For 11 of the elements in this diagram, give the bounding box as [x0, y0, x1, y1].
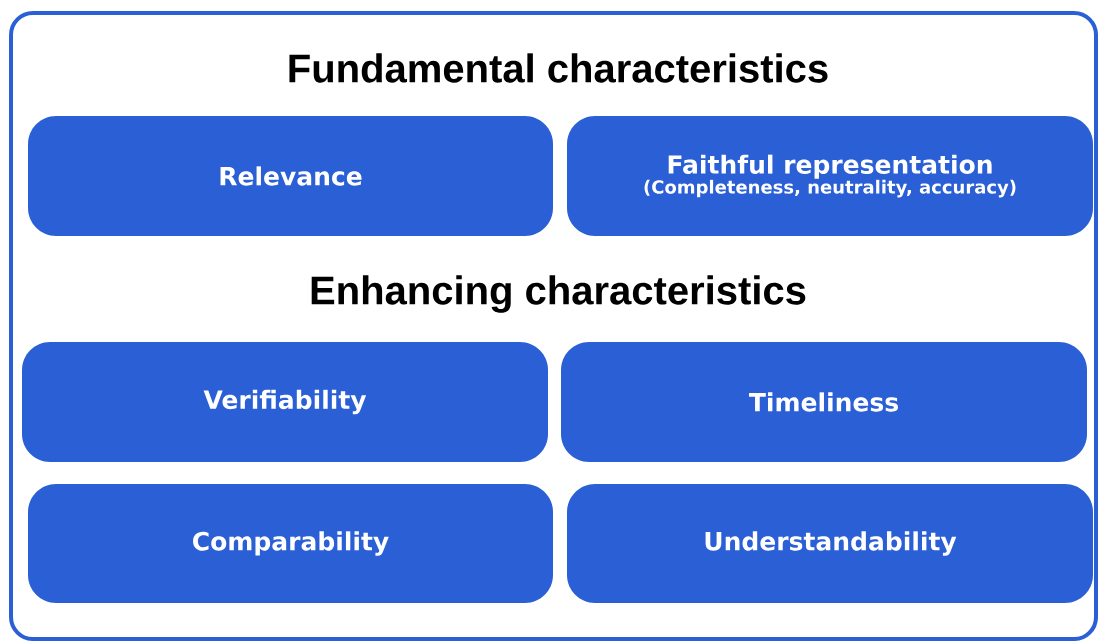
characteristic-box: Relevance [28, 116, 553, 236]
node-label: Understandability [705, 531, 957, 556]
characteristic-box: Faithful representation (Completeness, neutrality, accuracy) [567, 116, 1093, 236]
characteristic-box: Verifiability [22, 342, 548, 462]
characteristic-box: Timeliness [561, 342, 1087, 462]
characteristic-box: Comparability [28, 484, 553, 603]
node-label: Faithful representation [668, 154, 992, 179]
characteristic-box: Understandability [567, 484, 1093, 603]
heading: Fundamental characteristics [289, 53, 828, 83]
node-label: (Completeness, neutrality, accuracy) [644, 179, 1016, 198]
heading: Enhancing characteristics [311, 275, 806, 313]
